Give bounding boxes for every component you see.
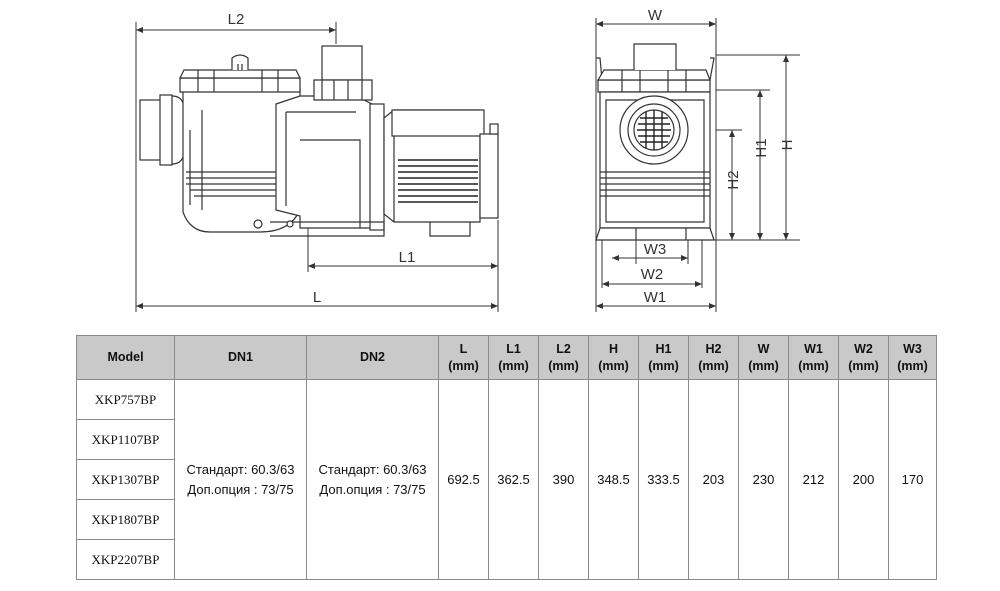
value-w3: 170 (888, 379, 937, 580)
dim-label-h2: H2 (725, 170, 742, 189)
header-l2: L2(mm) (538, 335, 589, 380)
header-w: W(mm) (738, 335, 789, 380)
table-row: XKP2207BP (76, 539, 937, 580)
model-cell: XKP1107BP (76, 419, 175, 460)
value-w: 230 (738, 379, 789, 580)
specification-table: Model DN1 DN2 L(mm) L1(mm) L2(mm) H(mm) … (76, 335, 937, 580)
model-cell: XKP1307BP (76, 459, 175, 500)
dim-label-l2: L2 (228, 11, 245, 28)
header-h: H(mm) (588, 335, 639, 380)
dim-label-h1: H1 (753, 138, 770, 157)
value-l2: 390 (538, 379, 589, 580)
model-cell: XKP1807BP (76, 499, 175, 540)
dim-label-w1: W1 (644, 289, 667, 306)
pump-side-view (139, 45, 499, 237)
front-view-dimensions (595, 18, 800, 312)
table-row: XKP1307BP (76, 459, 937, 500)
value-l1: 362.5 (488, 379, 539, 580)
dim-label-w2: W2 (641, 266, 664, 283)
header-w2: W2(mm) (838, 335, 889, 380)
pump-front-view (595, 43, 715, 241)
model-cell: XKP2207BP (76, 539, 175, 580)
header-l: L(mm) (438, 335, 489, 380)
value-l: 692.5 (438, 379, 489, 580)
dim-label-w: W (648, 7, 663, 24)
pump-dimension-drawing: L2 L1 L (135, 7, 800, 312)
value-w1: 212 (788, 379, 839, 580)
model-cell: XKP757BP (76, 379, 175, 420)
header-w3: W3(mm) (888, 335, 937, 380)
dim-label-h: H (779, 140, 796, 151)
header-h2: H2(mm) (688, 335, 739, 380)
header-dn1: DN1 (174, 335, 307, 380)
header-w1: W1(mm) (788, 335, 839, 380)
dim-label-w3: W3 (644, 241, 667, 258)
header-dn2: DN2 (306, 335, 439, 380)
value-h2: 203 (688, 379, 739, 580)
value-h1: 333.5 (638, 379, 689, 580)
value-w2: 200 (838, 379, 889, 580)
header-l1: L1(mm) (488, 335, 539, 380)
header-h1: H1(mm) (638, 335, 689, 380)
side-view-dimensions (135, 22, 499, 312)
value-h: 348.5 (588, 379, 639, 580)
table-row: XKP1107BP (76, 419, 937, 460)
dim-label-l1: L1 (399, 249, 416, 266)
table-header-row: Model DN1 DN2 L(mm) L1(mm) L2(mm) H(mm) … (76, 335, 937, 380)
dim-label-l: L (313, 289, 321, 306)
header-model: Model (76, 335, 175, 380)
